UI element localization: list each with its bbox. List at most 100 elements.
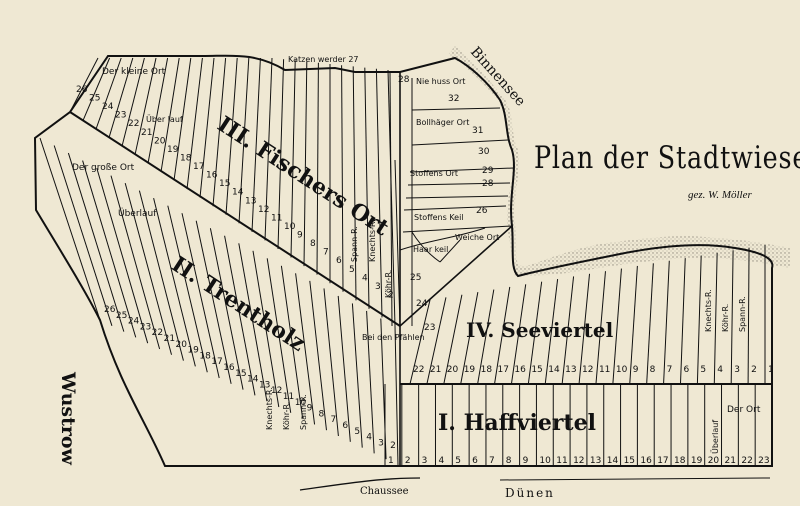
road-duenen (499, 477, 771, 481)
fischers-numbers: 2625242322212019181716151413121110987654… (76, 85, 394, 300)
strip-line (679, 258, 686, 385)
seeviertel-number-1: 1 (768, 365, 774, 375)
trentholz-number-16: 16 (223, 363, 235, 373)
strip-line (544, 278, 559, 385)
strip-line (561, 276, 575, 385)
seeviertel-number-4: 4 (717, 365, 723, 375)
strip-line (477, 289, 495, 385)
strip-line (747, 247, 750, 385)
label-katzenwerder: Katzen werder 27 (288, 55, 359, 64)
fischers-strips (69, 57, 396, 327)
seeviertel-number-14: 14 (548, 365, 560, 375)
fischers-number-14: 14 (232, 188, 244, 198)
haffviertel-number-12: 12 (573, 456, 584, 466)
wedge-number-25: 25 (410, 273, 421, 283)
strip-line (510, 284, 527, 385)
strip-line (663, 260, 670, 385)
label-duenen: Dünen (505, 486, 555, 500)
strip-line (409, 299, 431, 385)
strip-line (173, 57, 192, 181)
wedge-number-31: 31 (472, 126, 483, 136)
label-weiche-ort: Weiche Ort (455, 233, 499, 242)
haffviertel-number-10: 10 (539, 456, 551, 466)
wedge-number-28: 28 (398, 75, 410, 85)
fischers-number-12: 12 (258, 205, 269, 215)
label-spann-r-trentholz: Spann-R. (299, 394, 308, 430)
trentholz-number-13: 13 (259, 380, 270, 390)
trentholz-number-20: 20 (176, 340, 188, 350)
label-der-kleine-ort: Der kleine Ort (102, 67, 166, 77)
strip-line (121, 57, 145, 147)
strip-line (195, 220, 232, 384)
road-chaussee (299, 477, 421, 491)
fischers-number-15: 15 (219, 179, 230, 189)
map-title: Plan der Stadtwiese (534, 140, 800, 176)
strip-line (352, 66, 357, 301)
fischers-number-19: 19 (167, 145, 179, 155)
fischers-number-20: 20 (154, 136, 166, 146)
seeviertel-number-10: 10 (616, 365, 628, 375)
trentholz-number-23: 23 (140, 322, 151, 332)
map-author: gez. W. Möller (688, 189, 752, 201)
trentholz-numbers: 2625242322212019181716151413121110987654… (104, 305, 396, 451)
section-haffviertel: I. Haffviertel (438, 410, 596, 436)
trentholz-number-7: 7 (330, 415, 336, 425)
fischers-number-4: 4 (362, 273, 368, 283)
strip-line (375, 68, 383, 318)
label-knechts-r-trentholz: Knechts-R. (265, 387, 274, 430)
trentholz-number-17: 17 (211, 357, 222, 367)
trentholz-number-18: 18 (199, 351, 211, 361)
trentholz-number-3: 3 (378, 438, 384, 448)
seeviertel-number-2: 2 (751, 365, 757, 375)
label-bollhaeger-ort: Bollhäger Ort (416, 118, 469, 127)
label-bei-den-pfaehlen: Bei den Pfählen (362, 333, 425, 342)
label-stoffens-keil: Stoffens Keil (414, 213, 464, 222)
haffviertel-number-15: 15 (624, 456, 635, 466)
seeviertel-number-12: 12 (582, 365, 593, 375)
map-outline (33, 54, 774, 467)
strip-line (387, 69, 396, 327)
trentholz-number-11: 11 (283, 392, 294, 402)
trentholz-number-9: 9 (307, 404, 313, 414)
trentholz-number-6: 6 (342, 421, 348, 431)
trentholz-number-21: 21 (164, 334, 175, 344)
label-knechts-r-see: Knechts-R. (704, 289, 713, 332)
strip-line (160, 57, 180, 172)
label-ueberlauf-3: Überlauf (710, 420, 720, 454)
wedge-number-29: 29 (482, 166, 494, 176)
seeviertel-strips (409, 245, 766, 385)
seeviertel-number-21: 21 (430, 365, 441, 375)
strip-line (252, 250, 280, 408)
strip-line (134, 57, 157, 155)
division-fischers-trentholz (69, 111, 401, 327)
fischers-number-10: 10 (284, 222, 296, 232)
seeviertel-number-5: 5 (700, 365, 706, 375)
strip-line (646, 263, 654, 385)
trentholz-number-26: 26 (104, 305, 116, 315)
strip-line (730, 250, 734, 385)
strip-line (578, 273, 591, 385)
wedge-number-28b: 28 (482, 179, 494, 189)
strip-line (696, 255, 702, 385)
label-haar-keil: Haar keil (413, 245, 448, 254)
division-wedge (399, 225, 513, 327)
wedge-number-26: 26 (476, 206, 488, 216)
fischers-number-5: 5 (349, 265, 355, 275)
strip-line (290, 60, 296, 258)
fischers-number-11: 11 (271, 213, 282, 223)
seeviertel-number-13: 13 (565, 365, 576, 375)
seeviertel-number-11: 11 (599, 365, 610, 375)
haffviertel-number-5: 5 (455, 456, 461, 466)
strip-line (527, 281, 543, 385)
seeviertel-number-18: 18 (481, 365, 493, 375)
trentholz-number-4: 4 (366, 433, 372, 443)
strip-line (366, 310, 375, 454)
fischers-number-3: 3 (375, 282, 381, 292)
strip-line (460, 292, 479, 385)
fischers-number-6: 6 (336, 256, 342, 266)
trentholz-number-2: 2 (390, 441, 396, 451)
strip-line (264, 57, 273, 241)
haffviertel-number-16: 16 (640, 456, 652, 466)
